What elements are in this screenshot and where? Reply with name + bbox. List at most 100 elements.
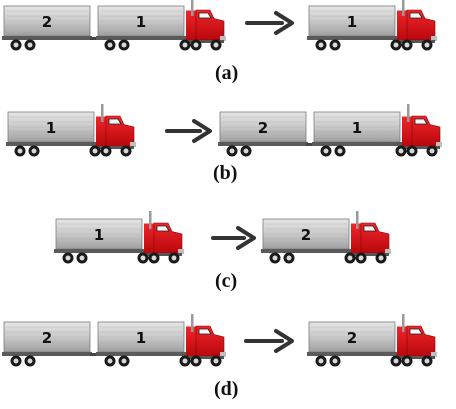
- trailer-number: 1: [347, 13, 357, 31]
- cab-exhaust: [356, 211, 359, 229]
- wheel-hub: [171, 255, 177, 261]
- cab-bumper: [178, 249, 184, 254]
- wheel-hub: [193, 42, 199, 48]
- cab-bumper: [130, 142, 136, 147]
- panel-d-caption: (d): [214, 378, 239, 400]
- cab-frame: [182, 40, 224, 43]
- wheel-hub: [193, 358, 199, 364]
- wheel-hub: [140, 255, 146, 261]
- arrow-head: [192, 119, 212, 143]
- wheel-hub: [182, 42, 188, 48]
- cab-sleeper: [144, 223, 154, 253]
- cab-window: [156, 225, 170, 232]
- truck-b-before: 1: [6, 104, 136, 157]
- trailer-frame: [96, 36, 186, 40]
- wheel-hub: [213, 358, 219, 364]
- arrow-b: [165, 119, 212, 143]
- wheel-hub: [27, 42, 33, 48]
- cab-exhaust: [101, 104, 104, 122]
- trailer-number: 2: [301, 226, 311, 244]
- wheel-hub: [337, 148, 343, 154]
- cab-exhaust: [402, 0, 405, 16]
- cab-frame: [347, 253, 389, 256]
- cab-bumper: [220, 36, 226, 41]
- panel-c-caption: (c): [215, 270, 238, 292]
- trailer-frame: [2, 352, 92, 356]
- arrow-c: [211, 226, 256, 250]
- wheel-hub: [107, 358, 113, 364]
- wheel-hub: [424, 42, 430, 48]
- wheel-hub: [229, 148, 235, 154]
- arrow-d: [244, 329, 294, 353]
- wheel-hub: [429, 148, 435, 154]
- wheel-hub: [424, 358, 430, 364]
- wheel-hub: [123, 148, 129, 154]
- cab-frame: [398, 146, 440, 149]
- cab-bumper: [385, 249, 391, 254]
- wheel-hub: [318, 358, 324, 364]
- wheel-hub: [286, 255, 292, 261]
- trailer-number: 1: [94, 226, 104, 244]
- trailer-number: 2: [347, 329, 357, 347]
- cab-sleeper: [402, 116, 412, 146]
- wheel-hub: [323, 148, 329, 154]
- cab-sleeper: [186, 10, 196, 40]
- truck-c-before: 1: [54, 211, 184, 264]
- wheel-hub: [13, 358, 19, 364]
- trailer-frame: [307, 36, 397, 40]
- cab-exhaust: [191, 314, 194, 332]
- trailer-number: 2: [258, 119, 268, 137]
- trailer-frame: [261, 249, 351, 253]
- wheel-hub: [17, 148, 23, 154]
- wheel-hub: [404, 358, 410, 364]
- trailer-frame: [96, 352, 186, 356]
- wheel-hub: [65, 255, 71, 261]
- wheel-hub: [121, 358, 127, 364]
- cab-frame: [92, 146, 134, 149]
- wheel-hub: [404, 42, 410, 48]
- cab-window: [108, 118, 122, 125]
- cab-sleeper: [186, 326, 196, 356]
- wheel-hub: [182, 358, 188, 364]
- trailer-number: 2: [42, 329, 52, 347]
- wheel-hub: [243, 148, 249, 154]
- wheel-hub: [358, 255, 364, 261]
- arrow-head: [274, 11, 294, 35]
- cab-sleeper: [397, 326, 407, 356]
- cab-sleeper: [397, 10, 407, 40]
- arrow-head: [274, 329, 294, 353]
- wheel-hub: [332, 358, 338, 364]
- cab-bumper: [436, 142, 442, 147]
- wheel-hub: [393, 358, 399, 364]
- wheel-hub: [318, 42, 324, 48]
- cab-exhaust: [402, 314, 405, 332]
- wheel-hub: [398, 148, 404, 154]
- trailer-frame: [218, 142, 308, 146]
- cab-frame: [140, 253, 182, 256]
- trailer-number: 1: [46, 119, 56, 137]
- cab-frame: [182, 356, 224, 359]
- dolly-coupler: [306, 143, 314, 146]
- dolly-coupler: [90, 353, 98, 356]
- cab-window: [409, 328, 423, 335]
- wheel-hub: [409, 148, 415, 154]
- wheel-hub: [378, 255, 384, 261]
- wheel-hub: [213, 42, 219, 48]
- cab-window: [198, 12, 212, 19]
- dolly-coupler: [90, 37, 98, 40]
- trailer-frame: [6, 142, 96, 146]
- wheel-hub: [121, 42, 127, 48]
- wheel-hub: [272, 255, 278, 261]
- cab-window: [409, 12, 423, 19]
- truck-d-after: 2: [307, 314, 437, 367]
- wheel-hub: [13, 42, 19, 48]
- wheel-hub: [79, 255, 85, 261]
- truck-a-after: 1: [307, 0, 437, 51]
- arrow-head: [236, 226, 256, 250]
- truck-c-after: 2: [261, 211, 391, 264]
